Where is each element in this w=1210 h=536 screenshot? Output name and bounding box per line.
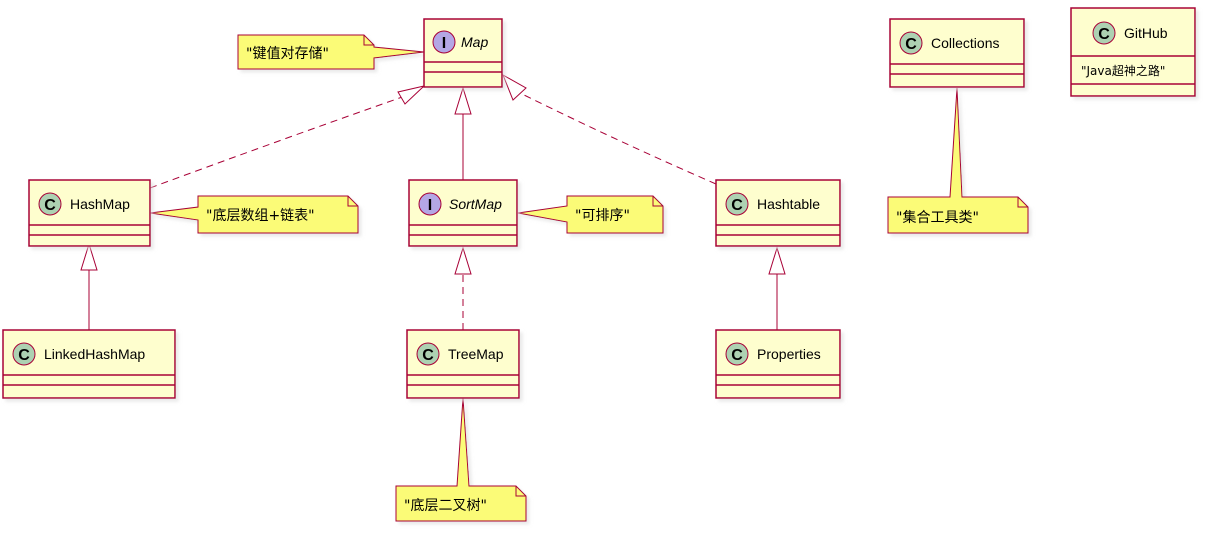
- class-icon: [12, 342, 36, 366]
- class-treemap[interactable]: C TreeMap: [406, 329, 520, 399]
- notes: "键值对存储" "底层数组+链表" "可排序" "集合工具类" "底层二叉树": [149, 34, 1029, 522]
- class-letter: C: [422, 347, 434, 364]
- interface-letter: I: [442, 35, 446, 52]
- class-icon: [725, 192, 749, 216]
- note-sortmap: "可排序": [517, 195, 664, 234]
- note-map-text: "键值对存储": [246, 46, 329, 62]
- note-collections-text: "集合工具类": [896, 209, 979, 226]
- class-properties[interactable]: C Properties: [715, 329, 841, 399]
- edge-hashtable-implements-map: [519, 92, 717, 185]
- arrowhead-treemap-sortmap: [454, 246, 472, 275]
- class-letter: C: [905, 36, 917, 53]
- arrowhead-hashtable-map: [502, 73, 527, 101]
- note-sortmap-text: "可排序": [575, 208, 630, 224]
- class-properties-name: Properties: [757, 346, 821, 362]
- note-map: "键值对存储": [237, 34, 425, 70]
- class-hashtable-name: Hashtable: [757, 196, 820, 212]
- note-hashmap-text: "底层数组+链表": [206, 208, 315, 224]
- arrowhead-linkedhashmap-hashmap: [80, 242, 98, 271]
- class-hashmap-name: HashMap: [70, 196, 130, 212]
- interface-icon: [432, 30, 456, 54]
- class-github-name: GitHub: [1124, 25, 1168, 41]
- class-icon: [725, 342, 749, 366]
- note-treemap: "底层二叉树": [395, 397, 527, 522]
- class-icon: [1092, 21, 1116, 45]
- class-treemap-name: TreeMap: [448, 346, 504, 362]
- note-hashmap: "底层数组+链表": [149, 195, 359, 234]
- class-github-field: "Java超神之路": [1081, 63, 1165, 78]
- class-linkedhashmap[interactable]: C LinkedHashMap: [2, 329, 176, 399]
- class-hashmap[interactable]: C HashMap: [28, 179, 151, 247]
- class-icon: [899, 31, 923, 55]
- arrowhead-sortmap-map: [454, 86, 472, 115]
- class-sortmap[interactable]: I SortMap: [408, 179, 518, 247]
- class-letter: C: [1098, 26, 1110, 43]
- arrowhead-properties-hashtable: [768, 246, 786, 275]
- class-collections[interactable]: C Collections: [889, 18, 1025, 88]
- class-github[interactable]: C GitHub "Java超神之路": [1070, 7, 1196, 97]
- class-icon: [38, 192, 62, 216]
- arrowhead-hashmap-map: [397, 85, 426, 105]
- edges: [80, 73, 786, 330]
- interface-icon: [418, 192, 442, 216]
- class-sortmap-name: SortMap: [449, 196, 502, 212]
- edge-hashmap-implements-map: [149, 94, 409, 189]
- classes: I Map C HashMap I SortMap C: [2, 7, 1196, 399]
- class-map[interactable]: I Map: [423, 18, 503, 88]
- class-linkedhashmap-name: LinkedHashMap: [44, 346, 145, 362]
- class-letter: C: [731, 347, 743, 364]
- note-treemap-text: "底层二叉树": [404, 498, 487, 514]
- class-letter: C: [18, 347, 30, 364]
- note-collections: "集合工具类": [887, 87, 1029, 234]
- interface-letter: I: [428, 197, 432, 214]
- class-hashtable[interactable]: C Hashtable: [715, 179, 841, 247]
- class-map-name: Map: [461, 34, 488, 50]
- class-collections-name: Collections: [931, 35, 999, 51]
- class-letter: C: [44, 197, 56, 214]
- class-icon: [416, 342, 440, 366]
- class-letter: C: [731, 197, 743, 214]
